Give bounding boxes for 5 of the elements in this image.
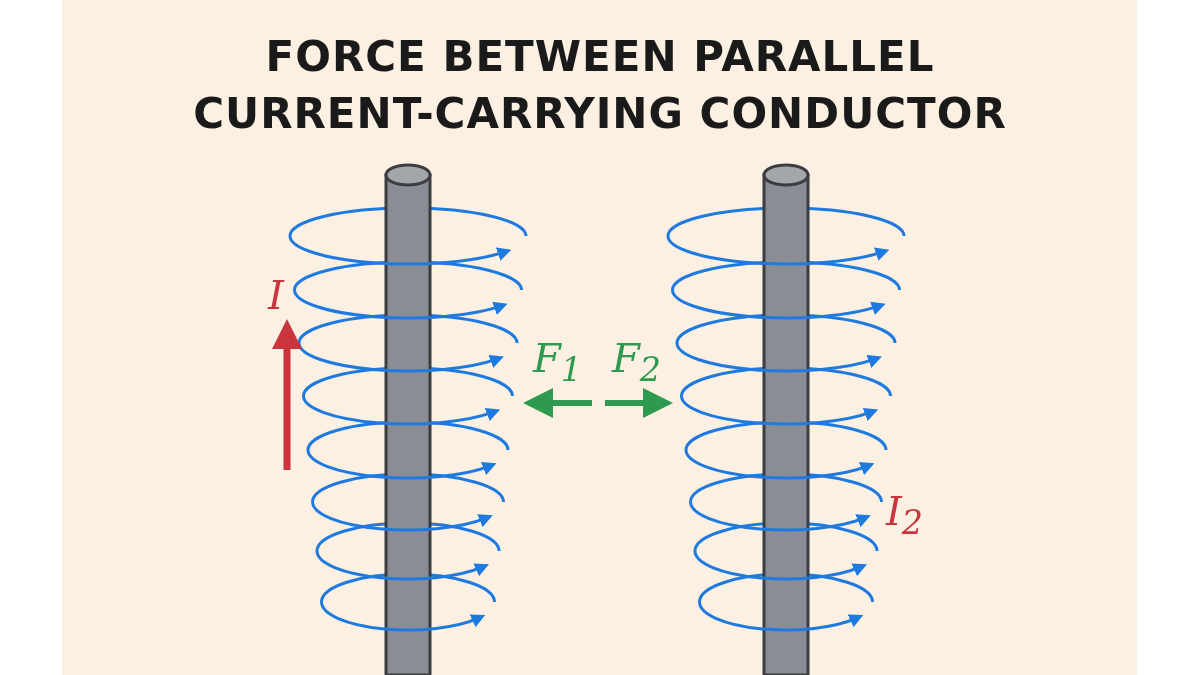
symbol-label: I bbox=[268, 272, 284, 318]
symbol-label: F$_{2}$ bbox=[612, 335, 661, 389]
symbol-label: I$_{2}$ bbox=[886, 488, 924, 542]
title: FORCE BETWEEN PARALLEL CURRENT-CARRYING CONDUCTOR bbox=[192, 31, 1008, 140]
symbol-label: F$_{1}$ bbox=[533, 335, 582, 389]
